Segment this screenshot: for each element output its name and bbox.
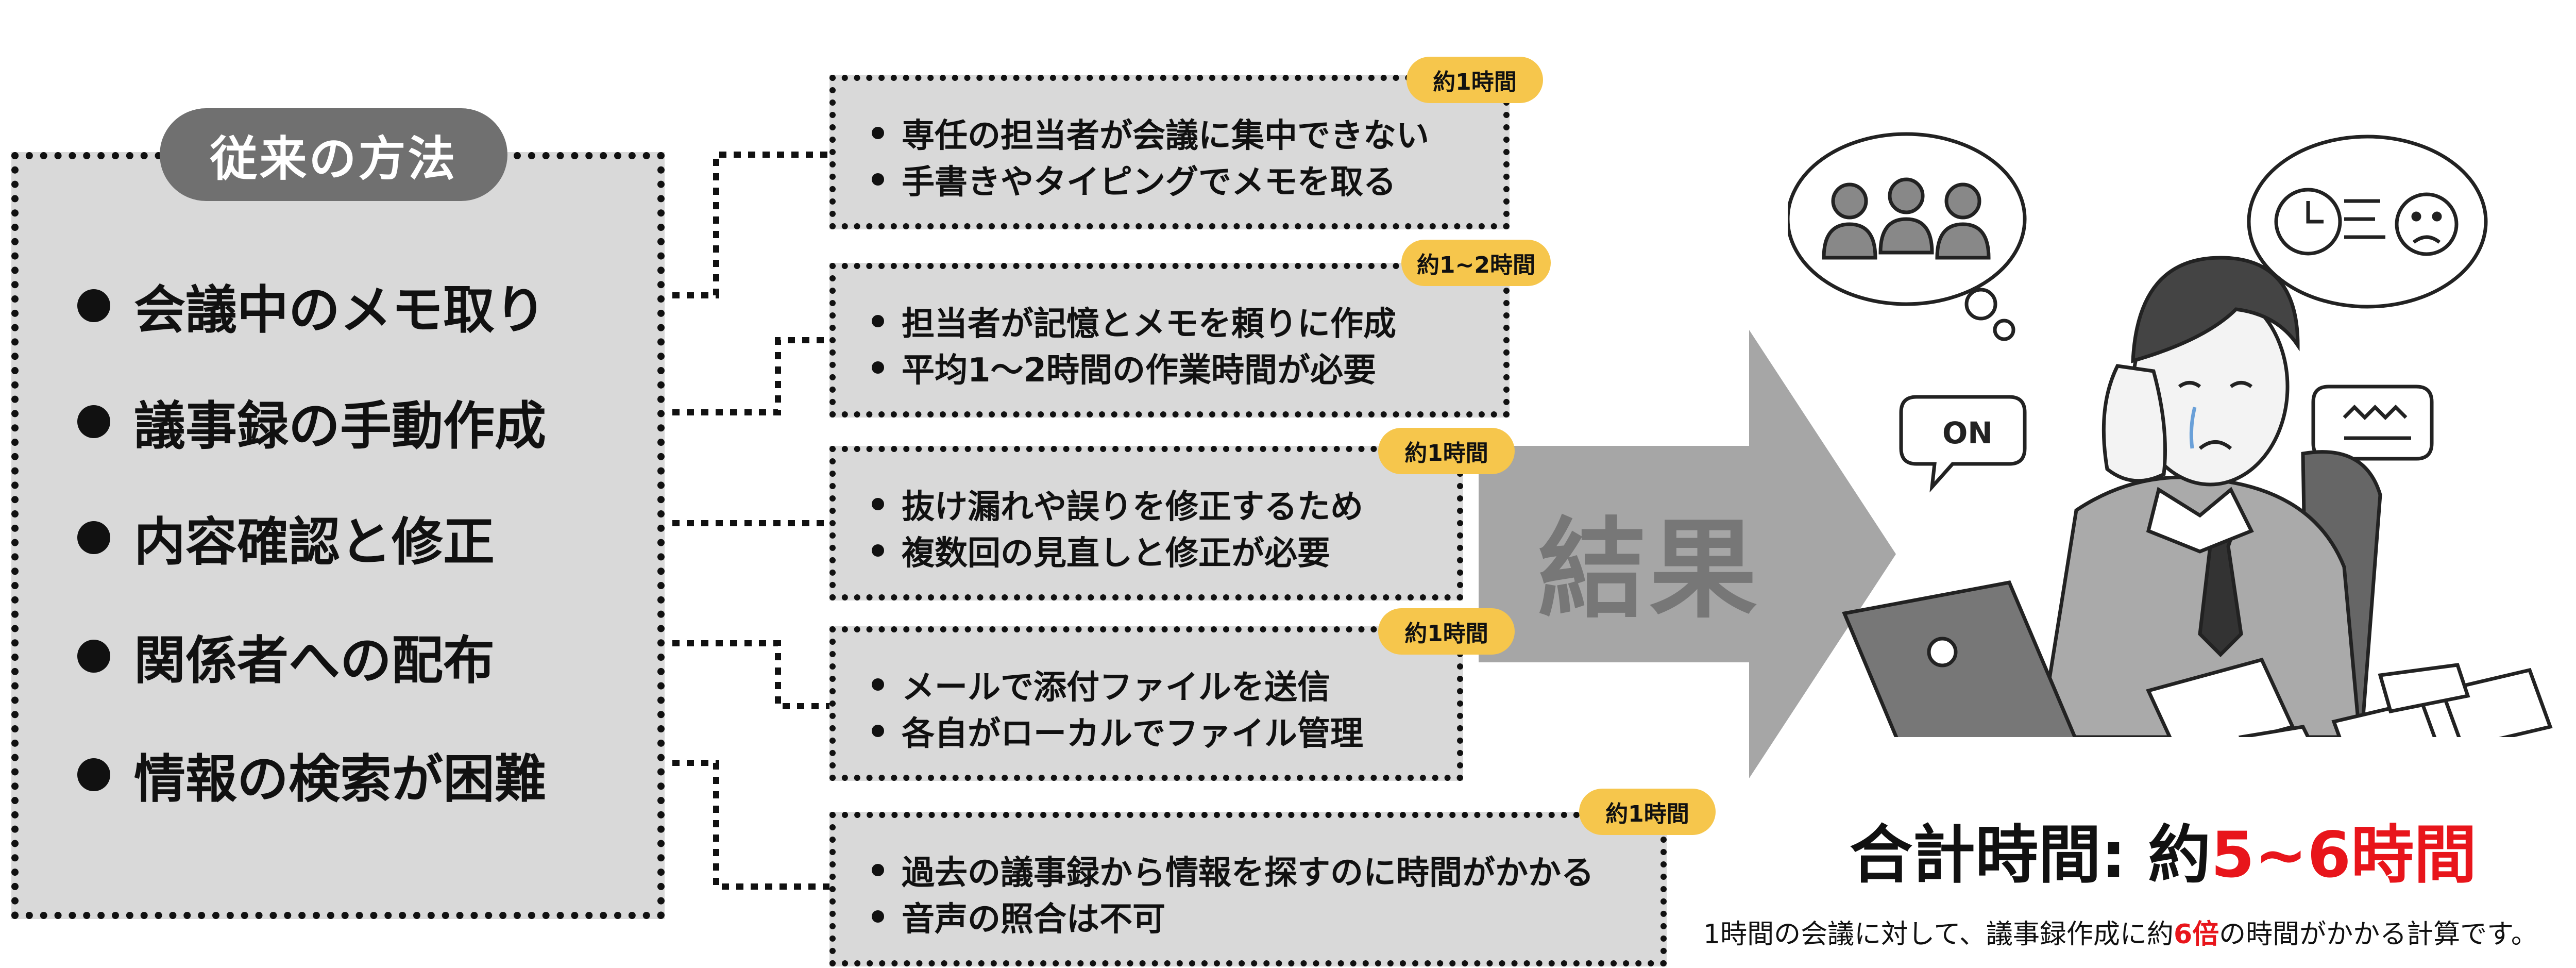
detail-text: 複数回の見直しと修正が必要 — [902, 535, 1330, 573]
time-badge: 約1時間 — [1406, 57, 1543, 103]
left-item-manual-minutes: 議事録の手動作成 — [77, 384, 546, 459]
result-arrow-shape — [1479, 330, 1896, 778]
bullet-icon — [872, 864, 884, 876]
bullet-icon — [872, 725, 884, 737]
bullet-icon — [872, 910, 884, 923]
detail-text: 担当者が記憶とメモを頼りに作成 — [902, 305, 1396, 343]
footnote-after: の時間がかかる計算です。 — [2219, 919, 2538, 950]
detail-text: 平均1〜2時間の作業時間が必要 — [902, 352, 1377, 390]
total-time-prefix: 合計時間: 約 — [1850, 819, 2211, 892]
detail-text: 過去の議事録から情報を探すのに時間がかかる — [902, 854, 1594, 892]
left-item-review: 内容確認と修正 — [77, 500, 495, 575]
left-item-label: 情報の検索が困難 — [134, 749, 546, 809]
bullet-icon — [872, 361, 884, 374]
detail-box-memo: 専任の担当者が会議に集中できない 手書きやタイピングでメモを取る — [829, 75, 1510, 229]
time-badge: 約1時間 — [1579, 789, 1716, 835]
on-bubble-text: ON — [1942, 415, 1993, 450]
left-item-memo: 会議中のメモ取り — [77, 268, 546, 343]
detail-box-search: 過去の議事録から情報を探すのに時間がかかる 音声の照合は不可 — [829, 812, 1667, 966]
bullet-icon — [77, 289, 110, 322]
bullet-icon — [872, 315, 884, 327]
bullet-icon — [872, 678, 884, 691]
detail-line: 抜け漏れや誤りを修正するため — [872, 480, 1363, 528]
bullet-icon — [872, 173, 884, 186]
time-badge: 約1時間 — [1378, 428, 1515, 474]
detail-line: 過去の議事録から情報を探すのに時間がかかる — [872, 846, 1594, 894]
detail-text: メールで添付ファイルを送信 — [902, 669, 1330, 707]
bullet-icon — [77, 639, 110, 673]
detail-box-distribution: メールで添付ファイルを送信 各自がローカルでファイル管理 — [829, 626, 1463, 781]
traditional-method-title: 従来の方法 — [160, 108, 507, 201]
traditional-method-panel — [11, 152, 665, 919]
time-badge: 約1~2時間 — [1401, 240, 1551, 286]
detail-line: メールで添付ファイルを送信 — [872, 661, 1330, 708]
left-item-label: 議事録の手動作成 — [134, 396, 546, 456]
detail-box-manual-minutes: 担当者が記憶とメモを頼りに作成 平均1〜2時間の作業時間が必要 — [829, 263, 1510, 418]
on-speech-bubble-icon — [1899, 395, 2027, 493]
detail-line: 音声の照合は不可 — [872, 893, 1165, 940]
clock-sad-thought-bubble-icon — [2247, 135, 2488, 309]
detail-text: 抜け漏れや誤りを修正するため — [902, 488, 1363, 526]
bullet-icon — [872, 498, 884, 510]
footnote-before: 1時間の会議に対して、議事録作成に約 — [1703, 919, 2174, 950]
detail-text: 専任の担当者が会議に集中できない — [902, 117, 1429, 155]
total-time: 合計時間: 約5~6時間 — [1850, 804, 2477, 895]
detail-line: 専任の担当者が会議に集中できない — [872, 109, 1429, 157]
bullet-icon — [872, 544, 884, 557]
detail-line: 複数回の見直しと修正が必要 — [872, 527, 1330, 574]
stressed-man-illustration: ON — [1788, 132, 2553, 737]
left-item-label: 関係者への配布 — [134, 630, 495, 691]
time-badge: 約1時間 — [1378, 608, 1515, 655]
detail-text: 音声の照合は不可 — [902, 900, 1165, 939]
bullet-icon — [77, 521, 110, 554]
footnote-highlight: 6倍 — [2173, 919, 2219, 950]
left-item-label: 会議中のメモ取り — [134, 280, 546, 340]
detail-box-review: 抜け漏れや誤りを修正するため 複数回の見直しと修正が必要 — [829, 446, 1463, 600]
left-item-distribution: 関係者への配布 — [77, 619, 495, 693]
bullet-icon — [872, 127, 884, 139]
detail-text: 各自がローカルでファイル管理 — [902, 715, 1363, 753]
detail-text: 手書きやタイピングでメモを取る — [902, 163, 1396, 202]
left-item-label: 内容確認と修正 — [134, 512, 495, 572]
left-item-search: 情報の検索が困難 — [77, 737, 546, 812]
detail-line: 担当者が記憶とメモを頼りに作成 — [872, 297, 1396, 345]
detail-line: 平均1〜2時間の作業時間が必要 — [872, 344, 1376, 391]
footnote: 1時間の会議に対して、議事録作成に約6倍の時間がかかる計算です。 — [1703, 912, 2538, 951]
detail-line: 手書きやタイピングでメモを取る — [872, 156, 1396, 203]
result-label: 結果 — [1538, 507, 1761, 633]
detail-line: 各自がローカルでファイル管理 — [872, 707, 1363, 755]
bullet-icon — [77, 758, 110, 791]
bullet-icon — [77, 405, 110, 438]
total-time-value: 5~6時間 — [2211, 819, 2477, 892]
